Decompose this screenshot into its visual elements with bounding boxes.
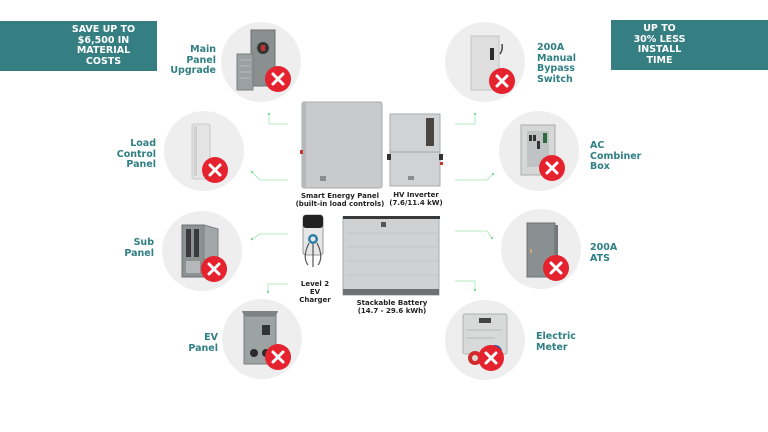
label-line: Electric xyxy=(536,331,576,342)
combiner-box-circle xyxy=(499,111,579,191)
caption-stackable-battery: Stackable Battery (14.7 - 29.6 kWh) xyxy=(341,299,443,315)
label-line: Sub xyxy=(133,237,154,248)
label-ats: 200A ATS xyxy=(590,242,640,264)
stackable-battery-image xyxy=(342,216,440,296)
label-line: Panel xyxy=(126,159,156,170)
connector-bypass xyxy=(455,114,476,125)
caption-line: Level 2 xyxy=(300,280,330,288)
load-control-panel-circle xyxy=(164,111,244,191)
label-sub-panel: Sub Panel xyxy=(118,237,154,259)
x-mark-icon xyxy=(478,345,504,371)
caption-ev-charger: Level 2 EV Charger xyxy=(290,280,340,304)
label-electric-meter: Electric Meter xyxy=(536,331,596,353)
label-line: Panel xyxy=(186,54,216,66)
label-line: 200A xyxy=(590,242,618,253)
label-line: Main xyxy=(190,44,216,55)
install-line: UP TO xyxy=(643,23,676,34)
x-mark-icon xyxy=(265,66,291,92)
connector-ev-panel xyxy=(267,283,288,292)
caption-smart-energy-panel: Smart Energy Panel (built-in load contro… xyxy=(285,192,395,208)
caption-line: (7.6/11.4 kW) xyxy=(389,199,443,207)
caption-line: Smart Energy Panel xyxy=(300,192,380,200)
connector-load-control xyxy=(251,171,288,181)
label-line: Combiner xyxy=(590,150,642,162)
ev-panel-circle xyxy=(222,299,302,379)
electric-meter-circle xyxy=(445,300,525,380)
label-line: Bypass xyxy=(537,63,575,74)
bypass-switch-circle xyxy=(445,22,525,102)
label-line: Box xyxy=(590,161,610,172)
x-mark-icon xyxy=(543,255,569,281)
savings-line: MATERIAL xyxy=(76,45,131,56)
connector-sub-panel xyxy=(251,233,288,240)
x-mark-icon xyxy=(201,256,227,282)
install-time-banner: UP TO 30% LESS INSTALL TIME xyxy=(611,20,768,70)
caption-line: Charger xyxy=(299,296,331,304)
caption-line: EV xyxy=(309,288,321,296)
label-main-panel-upgrade: Main Panel Upgrade xyxy=(170,44,216,77)
main-panel-circle xyxy=(221,22,301,102)
caption-hv-inverter: HV Inverter (7.6/11.4 kW) xyxy=(386,191,446,207)
label-ev-panel: EV Panel xyxy=(184,332,218,354)
label-line: Load xyxy=(130,138,156,149)
install-line: 30% LESS xyxy=(633,33,686,45)
ev-charger-image xyxy=(302,214,324,267)
x-mark-icon xyxy=(265,344,291,370)
label-line: Manual xyxy=(537,52,577,64)
label-line: Meter xyxy=(536,341,568,353)
connector-main-panel xyxy=(268,114,288,125)
caption-line: HV Inverter xyxy=(393,191,439,199)
ats-icon xyxy=(526,222,558,278)
connector-combiner xyxy=(455,173,494,181)
label-load-control-panel: Load Control Panel xyxy=(116,138,156,171)
ats-circle xyxy=(501,209,581,289)
label-manual-bypass-switch: 200A Manual Bypass Switch xyxy=(537,42,597,85)
label-line: Switch xyxy=(537,73,573,85)
sub-panel-circle xyxy=(162,211,242,291)
caption-line: (built-in load controls) xyxy=(295,200,385,208)
label-line: Panel xyxy=(124,247,154,259)
savings-banner: SAVE UP TO $6,500 IN MATERIAL COSTS xyxy=(0,21,157,71)
label-line: Panel xyxy=(188,342,218,354)
hv-inverter-image xyxy=(387,113,443,187)
install-line: INSTALL xyxy=(637,44,682,55)
smart-energy-panel-image xyxy=(300,101,383,189)
savings-line: $6,500 IN xyxy=(77,34,130,46)
label-line: AC xyxy=(590,140,605,151)
install-line: TIME xyxy=(646,54,673,66)
connector-meter xyxy=(455,280,476,290)
label-line: ATS xyxy=(590,252,610,264)
connector-ats xyxy=(455,230,493,239)
savings-line: SAVE UP TO xyxy=(71,24,136,35)
x-mark-icon xyxy=(202,157,228,183)
label-line: EV xyxy=(204,332,218,343)
label-line: Upgrade xyxy=(170,65,216,76)
caption-line: (14.7 - 29.6 kWh) xyxy=(357,307,427,315)
label-ac-combiner-box: AC Combiner Box xyxy=(590,140,650,173)
savings-line: COSTS xyxy=(85,55,122,67)
label-line: Control xyxy=(116,148,156,160)
x-mark-icon xyxy=(489,68,515,94)
label-line: 200A xyxy=(537,42,565,53)
x-mark-icon xyxy=(539,155,565,181)
caption-line: Stackable Battery xyxy=(356,299,428,307)
